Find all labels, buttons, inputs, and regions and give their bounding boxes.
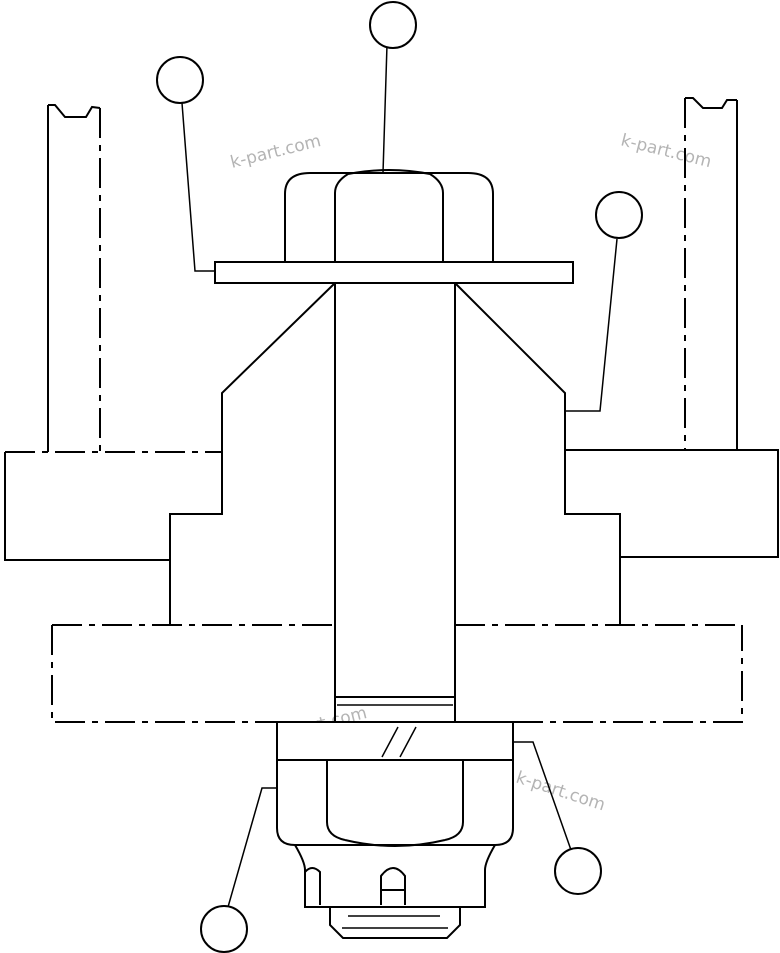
hex-head [284,169,494,263]
hex-nut [276,760,514,847]
right-rail [684,97,738,450]
bolt-shank [334,262,456,722]
callout-circle-lower-left[interactable] [200,905,248,953]
bolt-tip [329,907,461,939]
callout-circle-lower-right[interactable] [554,847,602,895]
watermark-2: k-part.com [619,130,714,172]
castle-collar [294,844,496,908]
bracket-body [169,282,621,625]
left-plate [4,451,222,561]
watermark-1: k-part.com [228,131,323,173]
washer [214,261,574,284]
nut-block [276,721,514,761]
callout-circle-top[interactable] [369,1,417,49]
left-rail [47,104,101,452]
lower-plate [51,624,743,723]
leader-lines [181,44,618,908]
callout-circle-upper-left[interactable] [156,56,204,104]
right-plate [565,449,779,558]
callout-circle-upper-right[interactable] [595,191,643,239]
watermark-4: k-part.com [513,768,607,816]
